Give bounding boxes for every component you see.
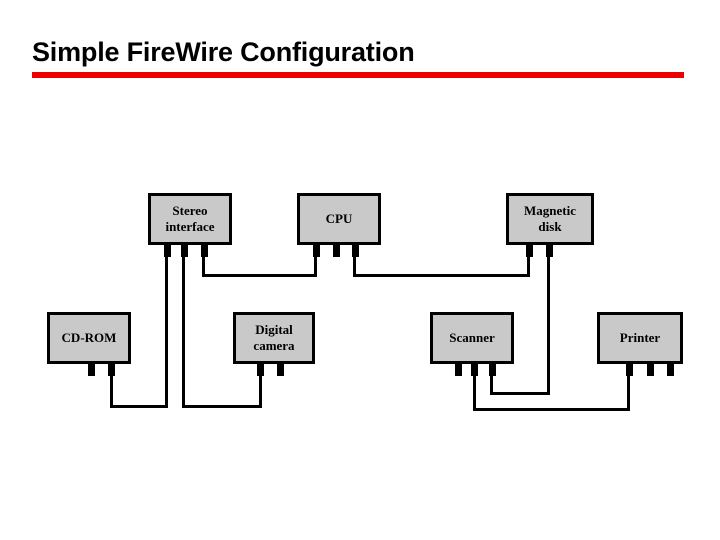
wire-cpu-disk-seg2 [353, 274, 528, 277]
port-scanner-1[interactable] [455, 363, 462, 376]
wire-cpu-disk-seg3 [527, 253, 530, 277]
title-underline-rule [32, 72, 684, 78]
wire-scanner-printer-seg3 [627, 373, 630, 411]
wire-camera-stereo-seg1 [259, 373, 262, 408]
wire-camera-stereo-seg2 [182, 405, 262, 408]
device-magnetic-disk[interactable]: Magnetic disk [506, 193, 594, 245]
wire-disk-scanner-seg3 [490, 373, 493, 395]
port-cd-rom-2[interactable] [108, 363, 115, 376]
device-label: Stereo interface [165, 202, 215, 234]
port-printer-3[interactable] [667, 363, 674, 376]
port-cd-rom-1[interactable] [88, 363, 95, 376]
wire-scanner-printer-seg1 [473, 373, 476, 411]
device-printer[interactable]: Printer [597, 312, 683, 364]
port-magnetic-disk-1[interactable] [526, 244, 533, 257]
device-digital-camera[interactable]: Digital camera [233, 312, 315, 364]
wire-stereo-cpu-seg1 [202, 253, 205, 277]
wire-stereo-cpu-seg3 [314, 253, 317, 277]
port-digital-camera-2[interactable] [277, 363, 284, 376]
port-digital-camera-1[interactable] [257, 363, 264, 376]
wire-camera-stereo-seg3 [182, 253, 185, 408]
device-label: Printer [619, 329, 661, 345]
page-title: Simple FireWire Configuration [32, 37, 415, 67]
port-cpu-1[interactable] [313, 244, 320, 257]
port-magnetic-disk-2[interactable] [546, 244, 553, 257]
device-label: CD-ROM [61, 329, 117, 345]
port-cpu-2[interactable] [333, 244, 340, 257]
device-label: Digital camera [253, 321, 295, 353]
device-cd-rom[interactable]: CD-ROM [47, 312, 131, 364]
wire-cpu-disk-seg1 [353, 253, 356, 277]
device-label: Magnetic disk [524, 202, 576, 234]
port-cpu-3[interactable] [352, 244, 359, 257]
wire-disk-scanner-seg2 [490, 392, 550, 395]
port-printer-1[interactable] [626, 363, 633, 376]
port-scanner-2[interactable] [471, 363, 478, 376]
device-label: Scanner [449, 329, 495, 345]
wire-disk-scanner-seg1 [547, 253, 550, 395]
wire-cdrom-stereo-seg2 [110, 405, 168, 408]
port-stereo-2[interactable] [181, 244, 188, 257]
port-scanner-3[interactable] [489, 363, 496, 376]
device-label: CPU [325, 210, 353, 226]
device-cpu[interactable]: CPU [297, 193, 381, 245]
device-stereo-interface[interactable]: Stereo interface [148, 193, 232, 245]
port-stereo-3[interactable] [201, 244, 208, 257]
wire-cdrom-stereo-seg1 [110, 373, 113, 408]
port-stereo-1[interactable] [164, 244, 171, 257]
wire-scanner-printer-seg2 [473, 408, 630, 411]
device-scanner[interactable]: Scanner [430, 312, 514, 364]
wire-stereo-cpu-seg2 [202, 274, 316, 277]
port-printer-2[interactable] [647, 363, 654, 376]
wire-cdrom-stereo-seg3 [165, 253, 168, 408]
